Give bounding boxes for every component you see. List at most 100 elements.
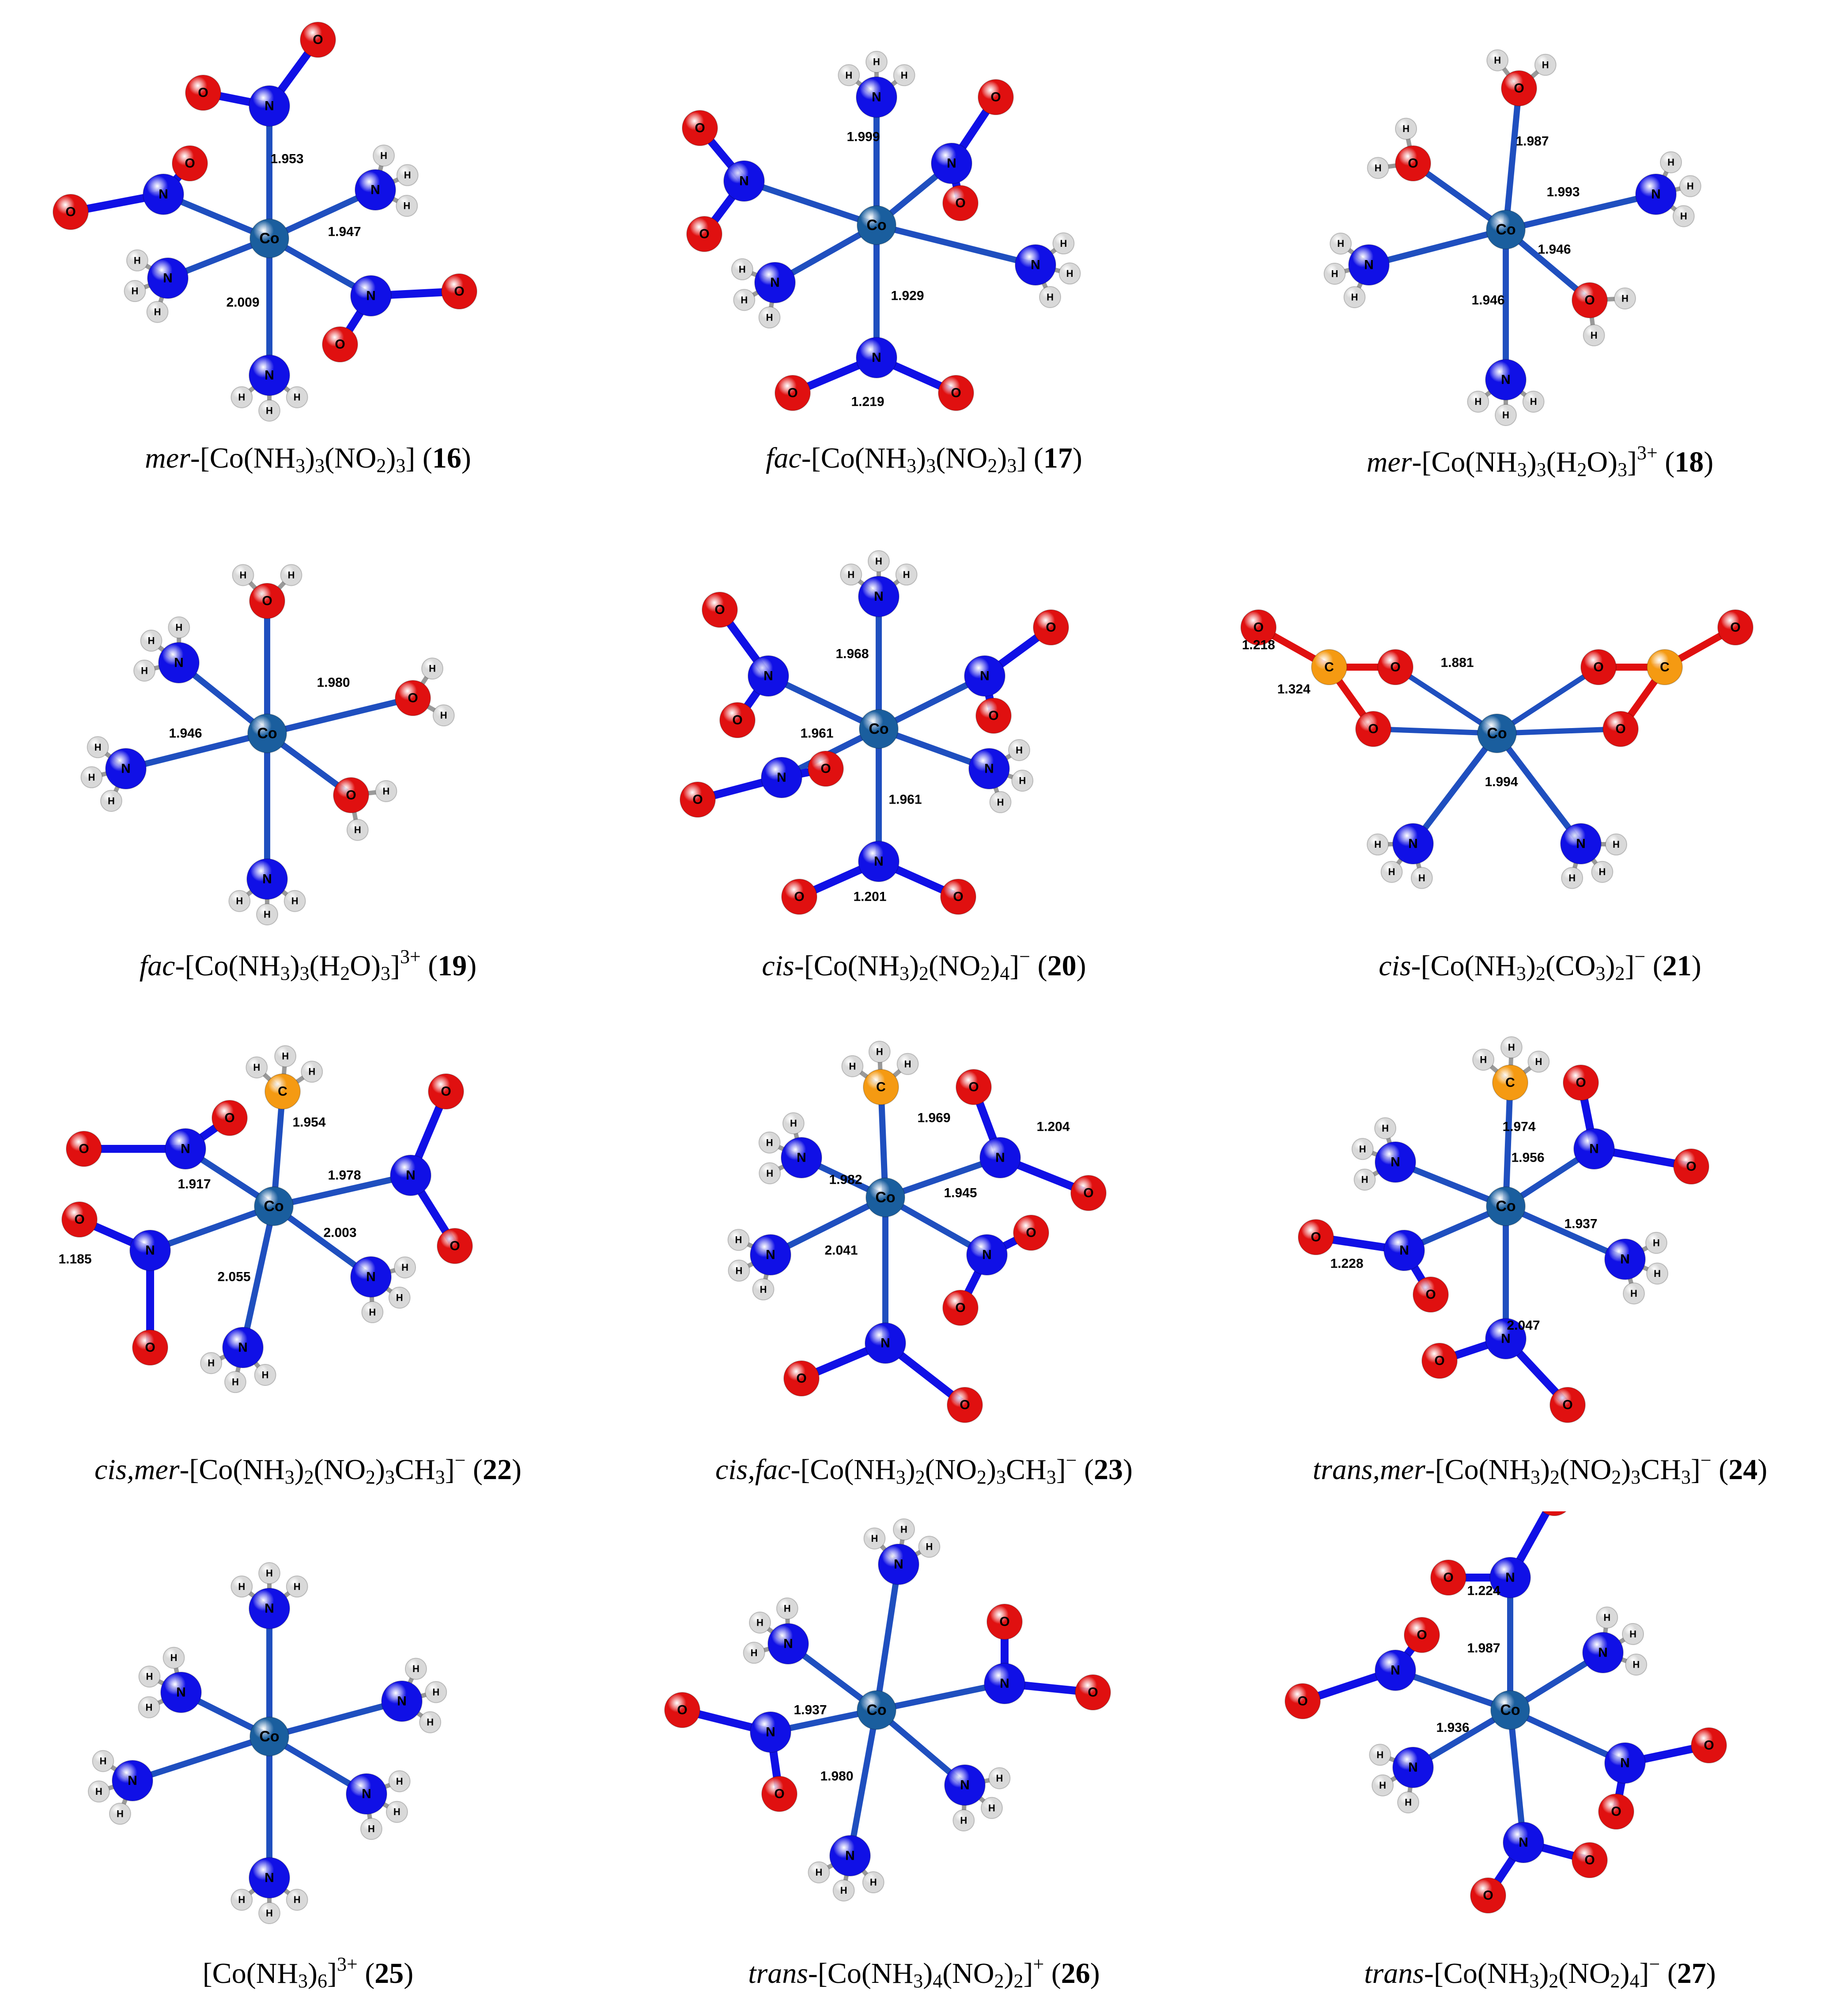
atom-symbol: O xyxy=(695,121,705,136)
structure-caption: cis-[Co(NH3)2(NO2)4]− (20) xyxy=(762,946,1086,984)
o-atom: O xyxy=(1602,711,1639,747)
ammine-nitrogen-atom: N xyxy=(350,1256,392,1298)
hydrogen-atom: H xyxy=(758,1131,781,1154)
bond-length-label: 1.993 xyxy=(1546,185,1580,200)
hydrogen-atom: H xyxy=(1011,770,1034,792)
hydrogen-atom: H xyxy=(1596,1606,1618,1629)
atom-symbol: N xyxy=(894,1557,903,1572)
nitro-oxygen-atom: O xyxy=(53,194,89,230)
bond-length-label: 1.969 xyxy=(917,1111,950,1125)
atom-symbol: O xyxy=(1615,722,1625,736)
bond-length-label: 1.994 xyxy=(1485,775,1518,789)
bond xyxy=(266,1698,405,1740)
o-atom: O xyxy=(1240,609,1277,646)
hydrogen-atom: H xyxy=(895,563,918,586)
bond-length-label: 1.204 xyxy=(1036,1120,1069,1134)
bond xyxy=(123,730,270,772)
atom-symbol: N xyxy=(366,289,376,303)
hydrogen-atom: H xyxy=(918,1536,941,1558)
atom-symbol: H xyxy=(1530,396,1537,407)
bond-length-label: 1.961 xyxy=(800,726,833,741)
atom-symbol: C xyxy=(1660,660,1670,675)
atom-symbol: H xyxy=(756,1617,763,1628)
ammine-nitrogen-atom: N xyxy=(1015,244,1056,286)
atom-symbol: O xyxy=(1483,1888,1493,1903)
atom-symbol: H xyxy=(1603,1612,1610,1623)
atom-symbol: H xyxy=(294,1894,301,1905)
hydrogen-atom: H xyxy=(1522,390,1545,413)
atom-symbol: N xyxy=(1598,1646,1608,1660)
bond-length-label: 2.047 xyxy=(1507,1318,1540,1333)
bond xyxy=(1371,726,1500,736)
bond-length-label: 2.055 xyxy=(217,1270,250,1284)
nitro-nitrogen-atom: N xyxy=(1485,1318,1527,1359)
ammine-nitrogen-atom: N xyxy=(105,748,147,789)
atom-symbol: N xyxy=(1391,1155,1400,1170)
nitro-nitrogen-atom: N xyxy=(865,1322,906,1364)
ammine-nitrogen-atom: N xyxy=(355,169,396,211)
hydrogen-atom: H xyxy=(1343,286,1366,309)
nitro-nitrogen-atom: N xyxy=(979,1137,1021,1178)
ammine-nitrogen-atom: N xyxy=(249,1588,290,1629)
hydrogen-atom: H xyxy=(731,258,753,280)
nitro-oxygen-atom: O xyxy=(441,273,477,310)
hydrogen-atom: H xyxy=(1534,53,1557,76)
atom-symbol: H xyxy=(903,569,910,580)
hydrogen-atom: H xyxy=(865,51,888,73)
nitro-oxygen-atom: O xyxy=(942,185,979,221)
atom-symbol: H xyxy=(1633,1659,1640,1670)
atom-symbol: O xyxy=(1390,660,1400,675)
methyl-carbon-atom: C xyxy=(1492,1065,1528,1101)
nitro-nitrogen-atom: N xyxy=(249,85,290,127)
atom-symbol: O xyxy=(988,709,998,723)
atom-symbol: Co xyxy=(257,725,277,742)
cobalt-atom: Co xyxy=(1486,1186,1526,1226)
hydrogen-atom: H xyxy=(373,144,395,167)
atom-symbol: H xyxy=(294,392,301,403)
hydrogen-atom: H xyxy=(1353,1168,1376,1191)
ammine-nitrogen-atom: N xyxy=(1635,174,1677,215)
atom-symbol: O xyxy=(454,284,464,299)
hydrogen-atom: H xyxy=(200,1352,223,1374)
cobalt-atom: Co xyxy=(249,1717,289,1756)
hydrogen-atom: H xyxy=(385,1801,408,1823)
hydrogen-atom: H xyxy=(396,195,418,217)
nitro-oxygen-atom: O xyxy=(1285,1683,1321,1719)
atom-symbol: H xyxy=(1680,211,1687,222)
bond-length-label: 1.953 xyxy=(270,152,303,166)
nitro-oxygen-atom: O xyxy=(761,1776,797,1812)
nitro-oxygen-atom: O xyxy=(686,216,722,252)
atom-symbol: O xyxy=(1514,81,1524,96)
atom-symbol: H xyxy=(146,1702,153,1713)
atom-symbol: O xyxy=(960,1398,970,1412)
atom-symbol: O xyxy=(794,890,804,904)
bond xyxy=(1503,1203,1628,1262)
hydrogen-atom: H xyxy=(301,1061,323,1083)
nitro-oxygen-atom: O xyxy=(680,781,716,818)
bond-length-label: 1.987 xyxy=(1467,1641,1500,1656)
atom-symbol: C xyxy=(876,1080,886,1095)
hydrogen-atom: H xyxy=(727,1229,750,1251)
ammine-nitrogen-atom: N xyxy=(750,1234,791,1276)
hydrogen-atom: H xyxy=(841,1055,864,1077)
hydrogen-atom: H xyxy=(1372,1774,1394,1797)
hydrogen-atom: H xyxy=(892,1518,915,1540)
nitro-oxygen-atom: O xyxy=(1413,1276,1449,1313)
hydrogen-atom: H xyxy=(1395,117,1417,140)
atom-symbol: H xyxy=(253,1062,260,1073)
atom-symbol: H xyxy=(875,556,882,567)
hydrogen-atom: H xyxy=(396,164,419,186)
